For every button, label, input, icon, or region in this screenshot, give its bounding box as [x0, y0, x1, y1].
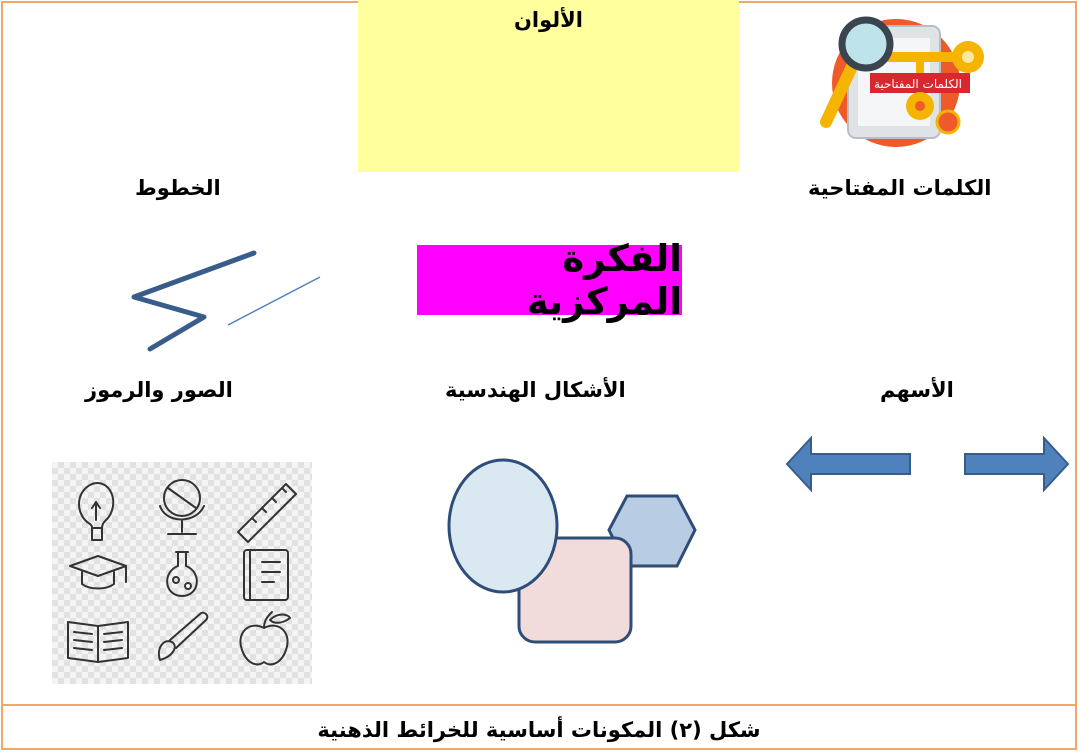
arrows-illustration [785, 435, 1070, 493]
central-idea-box: الفكرة المركزية [417, 237, 682, 323]
keyword-sign [870, 73, 970, 93]
magnifier-icon [820, 16, 894, 128]
caption-bar: شكل (٢) المكونات أساسية للخرائط الذهنية [1, 704, 1077, 750]
ellipse-shape [447, 458, 559, 594]
colors-label: الألوان [513, 8, 583, 32]
colors-box: الألوان [358, 0, 739, 172]
geometric-shapes-label: الأشكال الهندسية [445, 378, 626, 402]
flask-icon [166, 551, 198, 597]
gear-icon [906, 92, 961, 135]
lines-illustration [131, 250, 321, 352]
key-icon [884, 41, 984, 74]
symbols-panel [52, 462, 312, 684]
figure-caption: شكل (٢) المكونات أساسية للخرائط الذهنية [317, 718, 761, 742]
globe-icon [159, 479, 205, 535]
lines-label: الخطوط [135, 176, 221, 200]
open-book-icon [67, 621, 129, 663]
graduation-cap-icon [69, 555, 127, 590]
arrows-label: الأسهم [880, 378, 954, 402]
ruler-icon [237, 483, 297, 543]
apple-icon [239, 611, 291, 666]
paintbrush-icon [158, 611, 209, 661]
straight-line [227, 276, 321, 326]
keyword-sign-text: الكلمات المفتاحية [874, 77, 962, 91]
left-arrow-icon [785, 435, 911, 493]
images-symbols-label: الصور والرموز [85, 378, 233, 402]
keywords-illustration: الكلمات المفتاحية [820, 16, 984, 147]
zigzag-line [131, 250, 257, 352]
notebook-icon [243, 549, 289, 601]
keywords-label: الكلمات المفتاحية [808, 176, 992, 200]
shapes-illustration [447, 458, 697, 644]
right-arrow-icon [964, 435, 1070, 493]
lightbulb-icon [78, 482, 115, 541]
